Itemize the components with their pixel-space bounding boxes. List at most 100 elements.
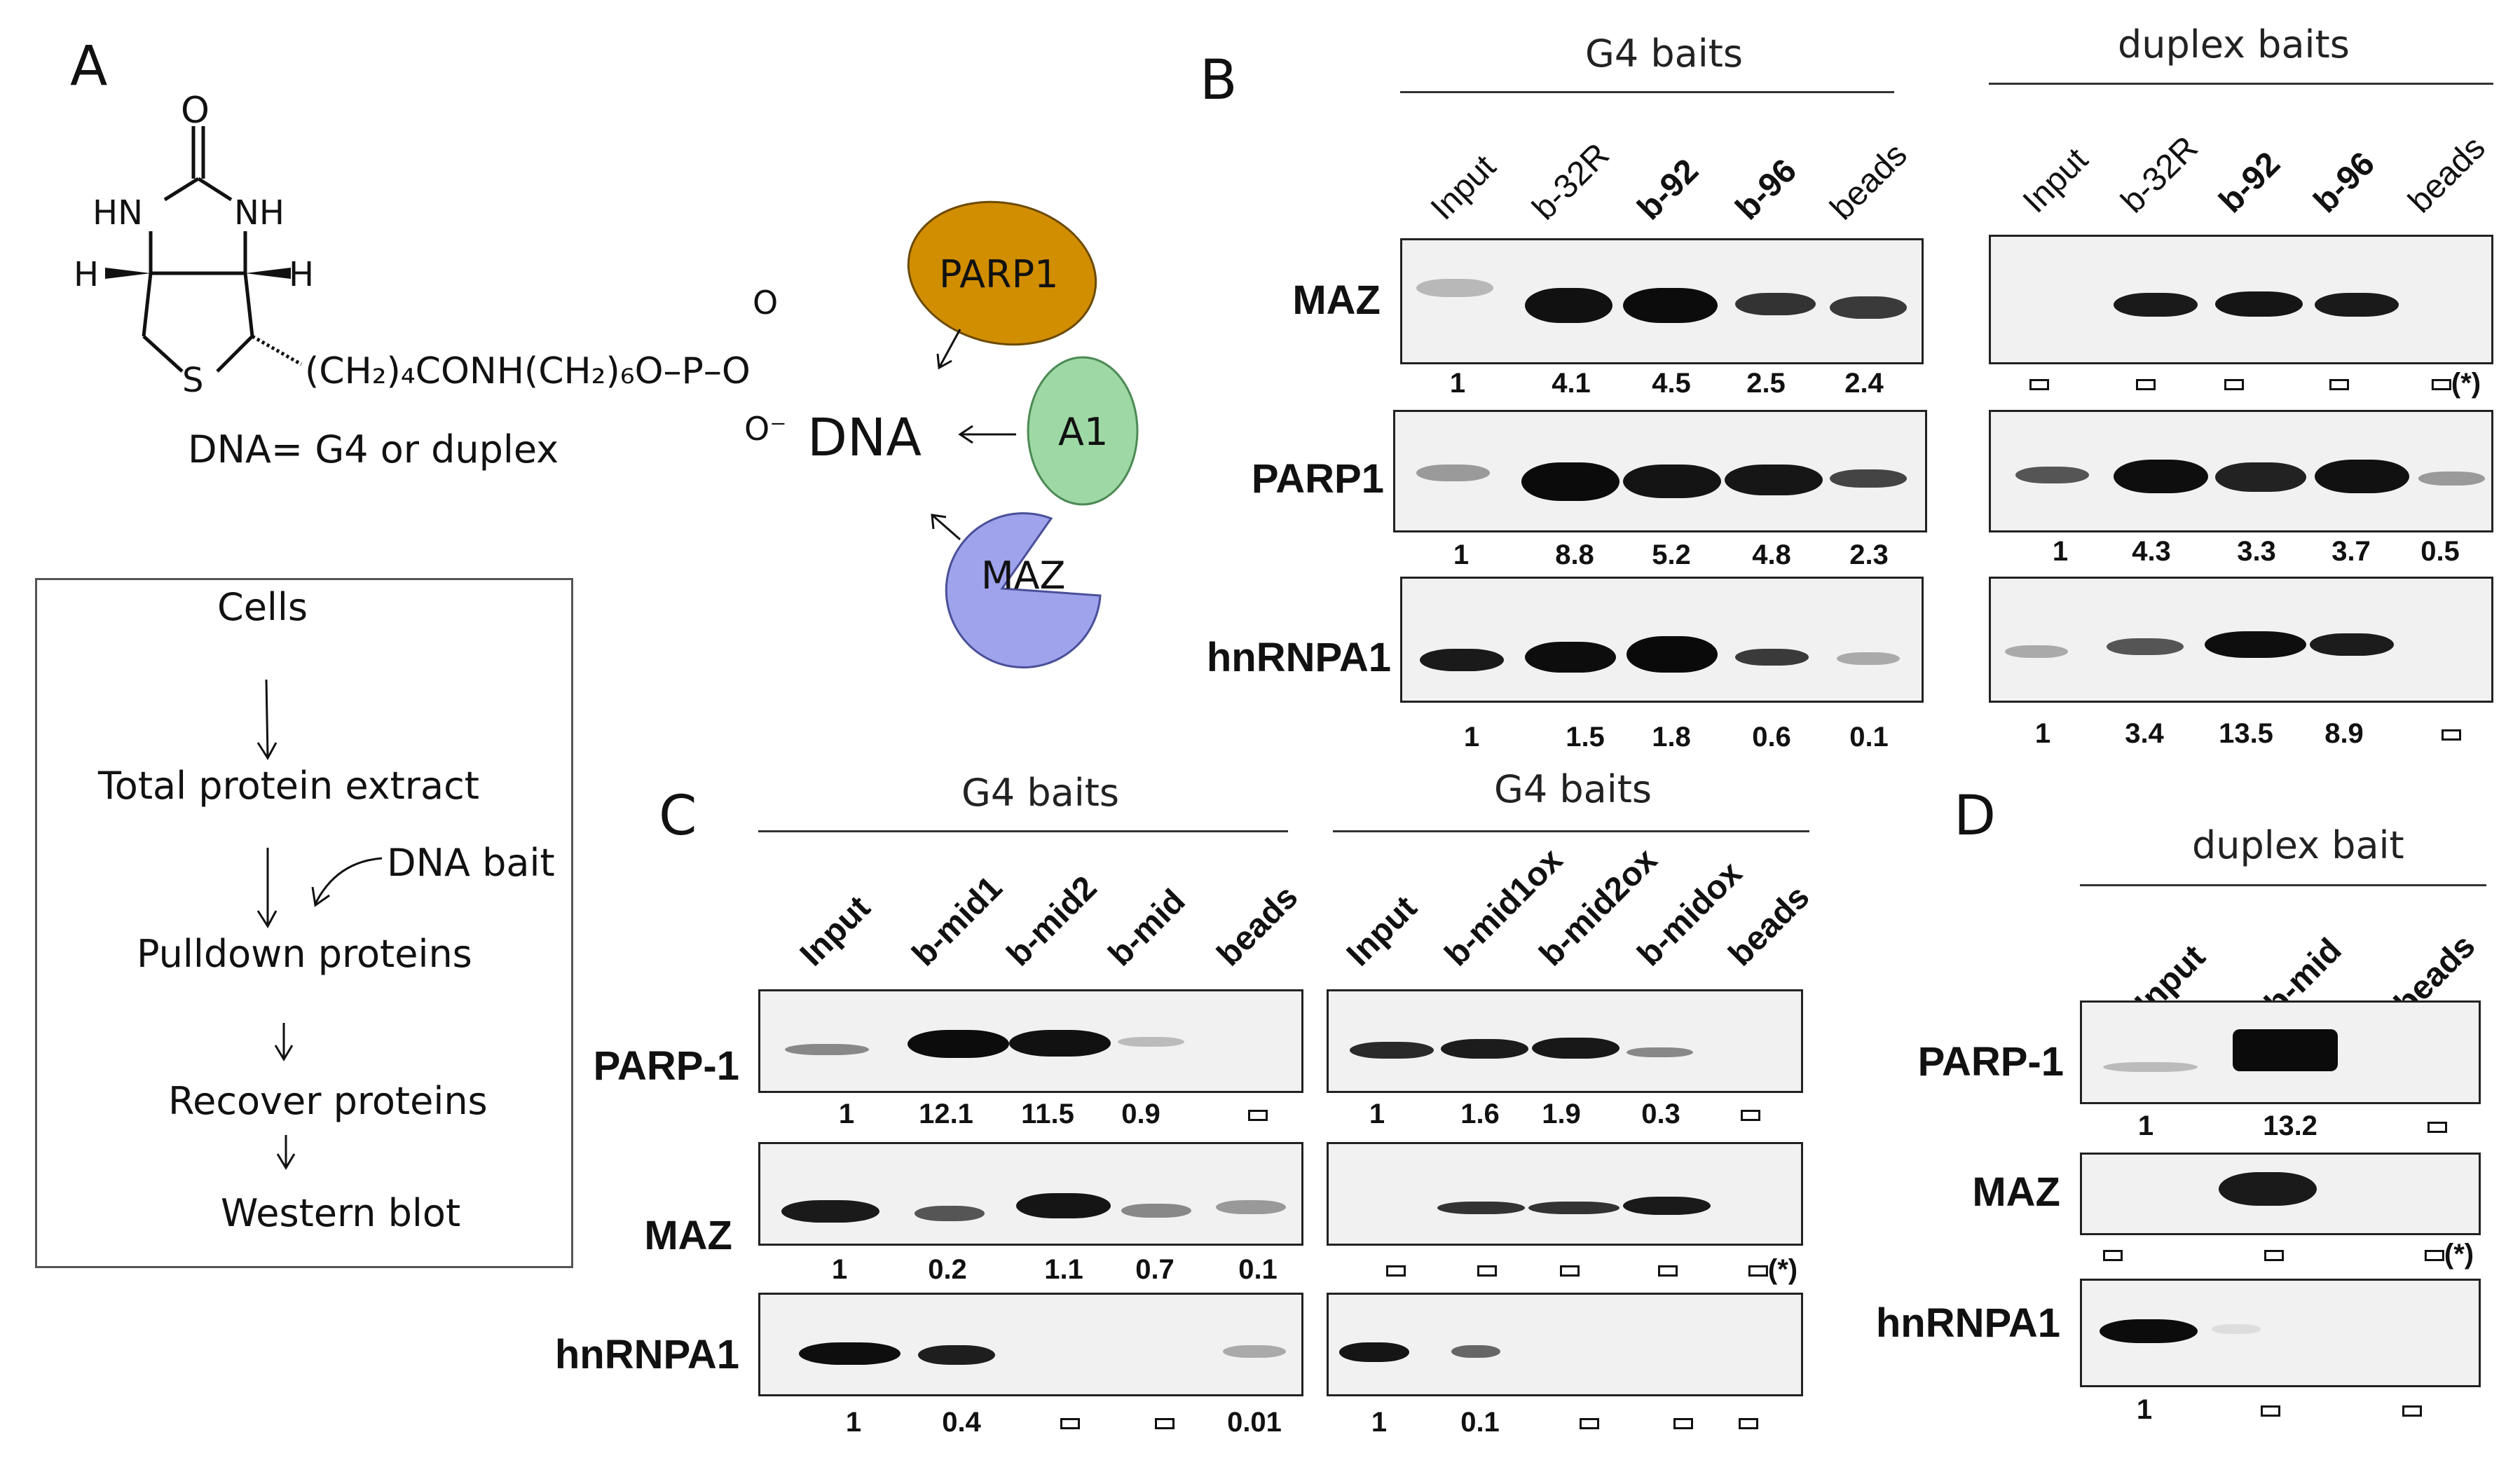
maz-protein-label: MAZ xyxy=(981,553,1066,598)
value xyxy=(1155,1407,1175,1438)
empty-value-box xyxy=(2261,1405,2280,1417)
band xyxy=(1725,465,1823,495)
value xyxy=(1741,1099,1760,1130)
protein-shapes xyxy=(907,200,1139,669)
value xyxy=(2442,718,2461,750)
phosphate-oxygen-minus: O⁻ xyxy=(744,410,787,448)
panel-b-duplex-header: duplex baits xyxy=(2118,22,2350,67)
step-total-protein: Total protein extract xyxy=(98,764,479,808)
band xyxy=(2103,1062,2198,1072)
b-left-blot-maz xyxy=(1400,238,1924,364)
value xyxy=(1560,1254,1580,1286)
value: (*) xyxy=(2431,368,2481,399)
band xyxy=(1339,1342,1409,1362)
value: 2.5 xyxy=(1746,368,1786,399)
value: 0.2 xyxy=(928,1254,967,1285)
c-right-blot-parp1 xyxy=(1327,989,1803,1093)
sulfur: S xyxy=(182,361,204,400)
hydrogen-right: H xyxy=(289,255,315,294)
b-protein-maz: MAZ xyxy=(1292,277,1381,323)
panel-b-duplex-header-line xyxy=(1989,83,2493,85)
value xyxy=(2264,1239,2284,1270)
value xyxy=(1673,1407,1693,1438)
band xyxy=(1216,1200,1286,1214)
d-blot-hnrnpa1 xyxy=(2080,1279,2481,1387)
band xyxy=(1441,1039,1528,1059)
panel-c-right-header-line xyxy=(1333,830,1809,832)
c-protein-parp1: PARP-1 xyxy=(593,1043,739,1089)
band xyxy=(2205,631,2306,658)
band xyxy=(1016,1193,1111,1218)
band xyxy=(2107,638,2184,655)
nitrogen-right: NH xyxy=(234,193,285,233)
empty-value-box xyxy=(2029,379,2049,391)
b-right-lane-b92: b-92 xyxy=(2212,145,2288,221)
value: 0.7 xyxy=(1135,1254,1175,1285)
empty-value-box xyxy=(2136,379,2156,391)
panel-label-a: A xyxy=(70,35,108,98)
value xyxy=(2402,1394,2422,1426)
panel-d-header: duplex bait xyxy=(2192,823,2404,867)
band xyxy=(1623,465,1721,498)
empty-value-box xyxy=(1248,1110,1268,1122)
band xyxy=(1735,293,1816,315)
value xyxy=(2427,1110,2447,1142)
value: 0.4 xyxy=(942,1407,981,1438)
panel-label-d: D xyxy=(1954,785,1997,848)
band xyxy=(1837,652,1900,665)
value: 4.1 xyxy=(1552,368,1591,399)
value: 1 xyxy=(845,1407,862,1438)
step-recover: Recover proteins xyxy=(168,1079,488,1123)
value: 11.5 xyxy=(1021,1099,1074,1129)
value: 2.4 xyxy=(1844,368,1884,399)
d-blot-parp1 xyxy=(2080,1000,2481,1104)
b-left-lane-input: Input xyxy=(1423,148,1503,228)
c-left-blot-parp1 xyxy=(758,989,1303,1093)
c-right-blot-maz xyxy=(1327,1142,1803,1246)
value: (*) xyxy=(2424,1239,2474,1270)
band xyxy=(1528,1202,1619,1214)
value: 1 xyxy=(1453,539,1470,570)
band xyxy=(1437,1202,1525,1214)
value: 1 xyxy=(1449,368,1466,399)
band xyxy=(1416,279,1493,297)
linker-chain: (CH₂)₄CONH(CH₂)₆O–P–O xyxy=(305,350,751,392)
value: 1 xyxy=(831,1254,848,1285)
band xyxy=(1009,1030,1111,1057)
empty-value-box xyxy=(2431,379,2451,391)
empty-value-box xyxy=(2402,1405,2422,1417)
c-protein-maz: MAZ xyxy=(644,1213,732,1258)
empty-value-box xyxy=(1748,1265,1768,1277)
b-right-blot-maz xyxy=(1989,235,2493,364)
value xyxy=(1386,1254,1406,1286)
band xyxy=(785,1044,869,1055)
empty-value-box xyxy=(1155,1418,1175,1430)
empty-value-box xyxy=(1560,1265,1580,1277)
value: 0.1 xyxy=(1460,1407,1500,1438)
step-pulldown: Pulldown proteins xyxy=(137,932,472,976)
band xyxy=(2233,1029,2338,1071)
band xyxy=(1735,649,1809,666)
band xyxy=(2212,1324,2261,1334)
b-left-lane-b92: b-92 xyxy=(1630,152,1706,228)
d-protein-parp1: PARP-1 xyxy=(1917,1039,2064,1085)
band xyxy=(1525,288,1612,323)
value: 1 xyxy=(2052,536,2069,567)
b-right-blot-hnrnpa1 xyxy=(1989,577,2493,703)
b-right-lane-b32r: b-32R xyxy=(2114,129,2205,221)
step-western: Western blot xyxy=(221,1191,461,1235)
value: 1 xyxy=(2034,718,2051,749)
value: 4.3 xyxy=(2132,536,2171,567)
band xyxy=(1416,465,1490,481)
empty-value-box xyxy=(1739,1418,1758,1430)
value: 0.6 xyxy=(1752,722,1791,752)
band xyxy=(1118,1037,1184,1047)
band xyxy=(2418,472,2485,486)
band xyxy=(918,1345,995,1365)
value: 5.2 xyxy=(1652,539,1691,570)
dna-label: DNA xyxy=(807,408,922,468)
band xyxy=(1525,642,1616,673)
empty-value-box xyxy=(1477,1265,1497,1277)
value: 1 xyxy=(838,1099,855,1129)
b-right-lane-beads: beads xyxy=(2401,129,2493,221)
